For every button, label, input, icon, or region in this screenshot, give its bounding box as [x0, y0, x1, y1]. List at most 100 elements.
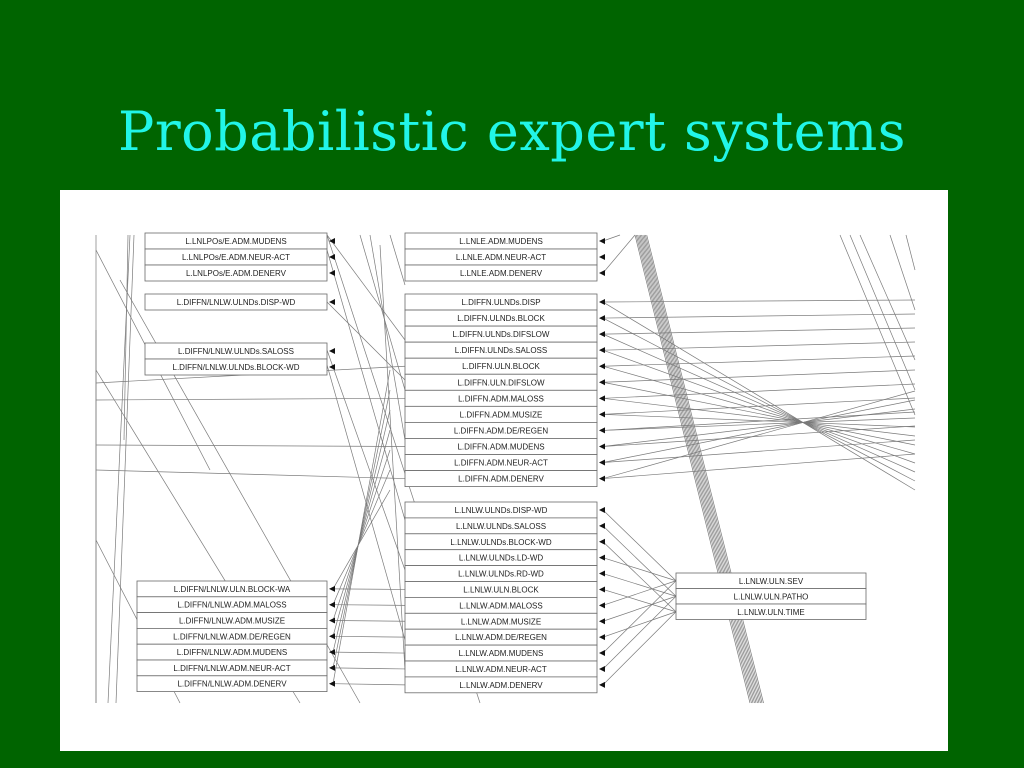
node-label: L.DIFFN/LNLW.ULNDs.BLOCK-WD — [173, 363, 300, 372]
edge-diffn-right — [602, 341, 916, 351]
arrowhead-left-bottom — [329, 617, 335, 624]
node-label: L.LNLW.ADM.MUDENS — [459, 649, 544, 658]
node-layer: L.LNLPOs/E.ADM.MUDENSL.LNLPOs/E.ADM.NEUR… — [136, 232, 867, 694]
edge-fan-right — [602, 580, 677, 654]
edge-fan-right — [602, 509, 677, 582]
node-label: L.DIFFN.ULNDs.DISP — [461, 298, 540, 307]
arrowhead-left-single — [329, 299, 335, 305]
edge-right-steep — [859, 234, 916, 361]
edge-diffn-right — [602, 313, 916, 319]
edge-bottom-up — [332, 449, 391, 621]
edge-bundle — [646, 234, 764, 704]
arrowhead-left-mid — [329, 364, 335, 370]
edge-cross-middle — [379, 244, 406, 671]
node-group-left-bottom: L.DIFFN/LNLW.ULN.BLOCK-WAL.DIFFN/LNLW.AD… — [136, 580, 328, 692]
node-label: L.LNLW.ULN.BLOCK — [463, 585, 539, 594]
edge-bundle — [635, 234, 752, 704]
node-label: L.LNLW.ULN.SEV — [739, 577, 804, 586]
node-label: L.DIFFN.ADM.MUDENS — [457, 442, 544, 451]
edge-bottom-link — [332, 651, 406, 654]
arrowhead-mid-lnlw — [599, 554, 605, 561]
edge-diffn-right — [602, 349, 916, 464]
arrowhead-mid-lnlw — [599, 618, 605, 625]
slide-title: Probabilistic expert systems — [117, 100, 906, 163]
node-group-left-mid: L.DIFFN/LNLW.ULNDs.SALOSSL.DIFFN/LNLW.UL… — [144, 342, 328, 376]
node-label: L.LNLW.ULNDs.RD-WD — [458, 570, 544, 579]
arrowhead-left-top — [329, 270, 335, 276]
edge-diffn-right — [602, 299, 916, 303]
arrowhead-mid-lnlw — [599, 681, 605, 688]
edge-bottom-up — [332, 469, 391, 605]
node-label: L.DIFFN.ULN.BLOCK — [462, 362, 540, 371]
arrowhead-mid-top — [599, 238, 605, 244]
arrowhead-mid-diffn — [599, 315, 605, 322]
edge-right-steep — [839, 234, 916, 416]
edge-bottom-up — [332, 369, 391, 684]
edge-diffn-right — [602, 369, 916, 383]
edge-bottom-up — [332, 389, 391, 668]
node-label: L.DIFFN.ULN.DIFSLOW — [457, 378, 545, 387]
node-label: L.LNLW.ADM.MALOSS — [459, 601, 542, 610]
arrowhead-mid-lnlw — [599, 586, 605, 593]
arrowhead-mid-diffn — [599, 427, 605, 434]
node-box — [404, 676, 598, 694]
arrowhead-left-bottom — [329, 680, 335, 687]
edge-top-right — [602, 234, 636, 274]
edge-diffn-right — [602, 425, 916, 447]
edge-diffn-right — [602, 397, 916, 415]
arrowhead-mid-diffn — [599, 379, 605, 386]
edge-bundle — [643, 234, 761, 704]
node-label: L.DIFFN/LNLW.ADM.MALOSS — [177, 601, 286, 610]
node-box — [136, 675, 328, 692]
arrowhead-mid-lnlw — [599, 665, 605, 672]
edge-diffn-right — [602, 355, 916, 367]
edge-diffn-right — [602, 365, 916, 455]
edge-left-horizontal — [95, 397, 406, 401]
edge-fan-right — [602, 596, 677, 670]
arrowhead-mid-diffn — [599, 395, 605, 402]
node-label: L.DIFFN/LNLW.ADM.DENERV — [177, 680, 287, 689]
edge-top-right — [602, 234, 621, 242]
arrowhead-mid-lnlw — [599, 522, 605, 529]
edge-fan-right — [602, 611, 677, 686]
arrowhead-mid-lnlw — [599, 602, 605, 609]
arrowhead-mid-diffn — [599, 459, 605, 466]
arrowhead-mid-diffn — [599, 411, 605, 418]
node-group-right: L.LNLW.ULN.SEV L.LNLW.ULN.PATHO L.LNLW.ULN… — [675, 572, 867, 620]
edge-diffn-right — [602, 327, 916, 335]
edge-bottom-link — [332, 667, 406, 670]
node-box — [675, 603, 867, 620]
arrowhead-mid-top — [599, 254, 605, 260]
node-group-left-single: L.DIFFN/LNLW.ULNDs.DISP-WD — [144, 293, 328, 311]
node-label: L.LNLE.ADM.MUDENS — [459, 237, 543, 246]
edge-fan-right — [602, 557, 677, 582]
node-box — [404, 264, 598, 282]
node-box — [144, 264, 328, 282]
edge-cross-middle — [389, 234, 406, 286]
node-label: L.DIFFN/LNLW.ADM.MUSIZE — [179, 617, 285, 626]
node-label: L.DIFFN/LNLW.ADM.NEUR-ACT — [173, 664, 290, 673]
node-label: L.DIFFN.ADM.MUSIZE — [460, 410, 543, 419]
node-label: L.LNLE.ADM.DENERV — [460, 269, 543, 278]
node-group-mid-diffn: L.DIFFN.ULNDs.DISP L.DIFFN.ULNDs.BLOCK L.D… — [404, 293, 598, 487]
node-label: L.LNLE.ADM.NEUR-ACT — [456, 253, 546, 262]
node-label: L.LNLW.ULNDs.LD-WD — [459, 554, 544, 563]
arrowhead-mid-diffn — [599, 347, 605, 354]
node-label: L.LNLW.ULN.PATHO — [734, 592, 809, 601]
edge-left-vertical — [123, 234, 129, 441]
arrowhead-left-bottom — [329, 633, 335, 640]
arrowhead-mid-lnlw — [599, 570, 605, 577]
arrowhead-mid-diffn — [599, 443, 605, 450]
edge-bottom-link — [332, 635, 406, 638]
edge-cross-middle — [326, 349, 406, 571]
edge-right-steep — [889, 234, 916, 311]
arrowhead-mid-lnlw — [599, 634, 605, 641]
edge-diffn-right — [602, 408, 916, 447]
node-label: L.LNLW.ULN.TIME — [737, 608, 804, 617]
edge-left-vertical — [115, 234, 135, 704]
arrowhead-left-top — [329, 238, 335, 244]
node-label: L.DIFFN.ADM.DE/REGEN — [454, 426, 548, 435]
edge-bundle — [637, 234, 754, 704]
arrowhead-mid-diffn — [599, 363, 605, 370]
node-label: L.DIFFN.ULNDs.BLOCK — [457, 314, 545, 323]
